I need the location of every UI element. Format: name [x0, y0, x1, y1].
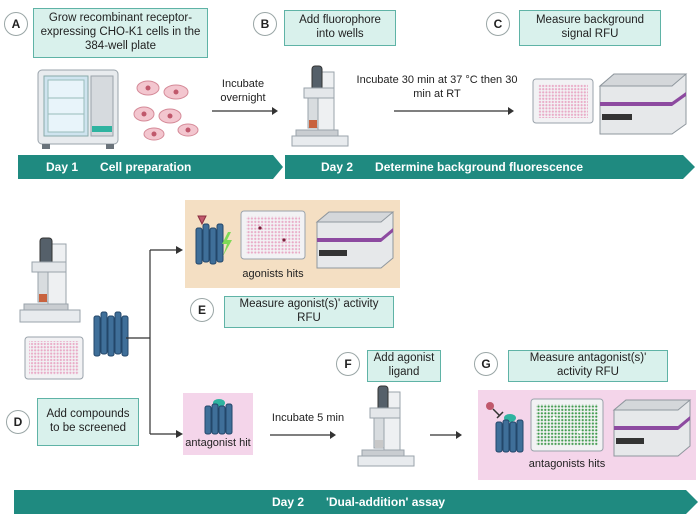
- banner-day2b: Day 2 'Dual-addition' assay: [14, 490, 686, 514]
- antagonists-hits-caption: antagonists hits: [528, 458, 606, 470]
- dispenser-illustration-f: [357, 385, 415, 467]
- cho-cells-illustration: [133, 80, 199, 141]
- step-e-badge: E: [190, 298, 214, 322]
- banner-day2-shape: [285, 155, 695, 179]
- agonist-receptor-icon: [195, 215, 232, 265]
- banner-day1-label: Cell preparation: [100, 160, 192, 174]
- step-a-box: Grow recombinant receptor-expressing CHO…: [33, 8, 208, 58]
- incubator-illustration: [37, 69, 119, 149]
- step-g-box: Measure antagonist(s)' activity RFU: [508, 350, 668, 382]
- banner-day1-shape: [18, 155, 283, 179]
- step-f-badge: F: [336, 352, 360, 376]
- step-e-box: Measure agonist(s)' activity RFU: [224, 296, 394, 328]
- plate-reader-e: [315, 211, 395, 269]
- arrow-3: [270, 431, 336, 439]
- banner-day2: Day 2 Determine background fluorescence: [285, 155, 683, 179]
- step-b-box: Add fluorophore into wells: [284, 10, 396, 46]
- branch-arrows: [126, 246, 183, 438]
- banner-day1-day: Day 1: [46, 160, 79, 174]
- plate-reader-c: [598, 73, 688, 135]
- banner-day2-label: Determine background fluorescence: [375, 160, 584, 174]
- receptor-icon-d: [93, 311, 129, 357]
- step-f-box: Add agonist ligand: [367, 350, 441, 382]
- dispenser-illustration-b: [291, 65, 349, 147]
- antagonist-hit-caption: antagonist hit: [185, 437, 251, 449]
- step-a-badge: A: [4, 12, 28, 36]
- incubate-5-label: Incubate 5 min: [271, 412, 345, 424]
- banner-day2-day: Day 2: [321, 160, 354, 174]
- step-d-badge: D: [6, 410, 30, 434]
- agonist-plate: [240, 210, 306, 260]
- arrow-2: [394, 107, 514, 115]
- step-c-box: Measure background signal RFU: [519, 10, 661, 46]
- step-g-badge: G: [474, 352, 498, 376]
- banner-day1: Day 1 Cell preparation: [18, 155, 273, 179]
- antagonists-plate: [530, 398, 604, 452]
- banner-day2b-label: 'Dual-addition' assay: [326, 495, 446, 509]
- arrow-1: [212, 107, 278, 115]
- incubate-30-label: Incubate 30 min at 37 °C then 30 min at …: [356, 74, 518, 100]
- step-c-badge: C: [486, 12, 510, 36]
- plate-reader-g: [612, 399, 692, 457]
- plate-d: [24, 336, 84, 380]
- agonists-hits-caption: agonists hits: [242, 268, 304, 280]
- step-b-badge: B: [253, 12, 277, 36]
- incubate-overnight-label: Incubate overnight: [220, 78, 266, 104]
- plate-c: [532, 78, 594, 124]
- step-d-box: Add compounds to be screened: [37, 398, 139, 446]
- banner-day2b-shape: [14, 490, 698, 514]
- antagonists-receptor-icon: [486, 402, 524, 453]
- antagonist-receptor-icon: [204, 399, 233, 435]
- dispenser-illustration-d: [19, 237, 81, 323]
- arrow-4: [430, 431, 462, 439]
- banner-day2b-day: Day 2: [272, 495, 305, 509]
